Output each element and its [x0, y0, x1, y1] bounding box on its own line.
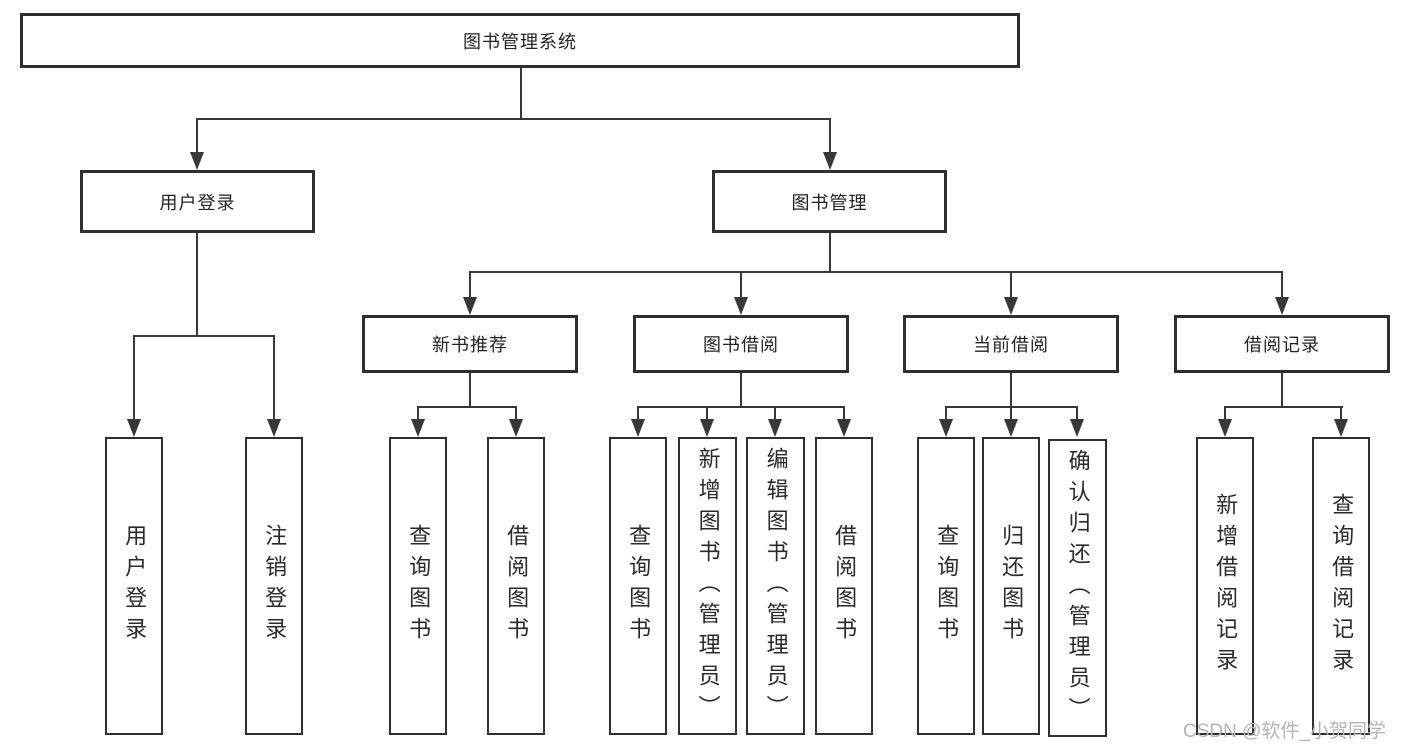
leaf-user-login: 用户登录	[105, 437, 163, 735]
leaf-borrow-edit-admin: 编辑图书（管理员）	[746, 437, 805, 735]
leaf-records-query-label: 查询借阅记录	[1329, 493, 1355, 679]
connector-records-branch	[1224, 406, 1343, 408]
arrowhead-bookborrow-leaf2-icon	[700, 419, 714, 437]
connector-bookborrow-leaf4	[843, 406, 845, 420]
connector-login-branch	[133, 335, 275, 337]
connector-bookborrow-leaf3	[774, 406, 776, 420]
arrowhead-currentborrow-leaf3-icon	[1070, 419, 1084, 437]
connector-to-currentborrow	[1010, 271, 1012, 298]
connector-login-to-leaf1	[133, 335, 135, 419]
node-new-book-recommend-label: 新书推荐	[432, 335, 508, 355]
leaf-current-query: 查询图书	[917, 437, 975, 735]
leaf-newbook-borrow: 借阅图书	[487, 437, 545, 735]
connector-currentborrow-leaf3	[1076, 406, 1078, 420]
connector-bookborrow-leaf2	[706, 406, 708, 420]
connector-newbook-branch	[417, 406, 517, 408]
connector-root-to-login	[196, 118, 198, 154]
connector-root-stem	[520, 68, 522, 119]
leaf-user-login-label: 用户登录	[122, 524, 148, 648]
leaf-current-return-label: 归还图书	[999, 524, 1025, 648]
arrowhead-currentborrow-icon	[1004, 297, 1018, 315]
leaf-newbook-query: 查询图书	[389, 437, 447, 735]
connector-currentborrow-leaf1	[945, 406, 947, 420]
arrowhead-currentborrow-leaf1-icon	[939, 419, 953, 437]
csdn-watermark: CSDN @软件_小贺同学	[1183, 721, 1386, 742]
arrowhead-login-leaf1-icon	[127, 419, 141, 437]
connector-to-newbook	[469, 271, 471, 298]
leaf-borrow-book: 借阅图书	[815, 437, 873, 735]
connector-root-to-bookmgmt	[829, 118, 831, 154]
connector-records-leaf1	[1224, 406, 1226, 420]
arrowhead-bookborrow-leaf1-icon	[631, 419, 645, 437]
connector-root-branch	[196, 118, 831, 120]
node-root-system: 图书管理系统	[20, 13, 1020, 68]
arrowhead-bookborrow-leaf4-icon	[837, 419, 851, 437]
connector-bookmgmt-branch	[469, 271, 1283, 273]
arrowhead-bookborrow-icon	[734, 297, 748, 315]
leaf-current-return: 归还图书	[982, 437, 1040, 735]
node-new-book-recommend: 新书推荐	[362, 315, 578, 373]
connector-bookmgmt-stem	[829, 233, 831, 273]
leaf-newbook-query-label: 查询图书	[406, 524, 432, 648]
node-book-borrow: 图书借阅	[633, 315, 849, 373]
leaf-newbook-borrow-label: 借阅图书	[504, 524, 530, 648]
leaf-borrow-add-admin-label: 新增图书（管理员）	[695, 446, 721, 726]
leaf-current-confirm-admin: 确认归还（管理员）	[1048, 439, 1107, 737]
connector-newbook-leaf1	[417, 406, 419, 420]
connector-bookborrow-leaf1	[637, 406, 639, 420]
arrowhead-currentborrow-leaf2-icon	[1004, 419, 1018, 437]
leaf-borrow-book-label: 借阅图书	[832, 524, 858, 648]
leaf-current-confirm-admin-label: 确认归还（管理员）	[1065, 448, 1091, 728]
leaf-logout: 注销登录	[245, 437, 303, 735]
node-borrow-records: 借阅记录	[1174, 315, 1390, 373]
arrowhead-records-leaf2-icon	[1334, 419, 1348, 437]
node-book-borrow-label: 图书借阅	[703, 335, 779, 355]
node-user-login: 用户登录	[80, 170, 315, 233]
leaf-records-add: 新增借阅记录	[1196, 437, 1254, 735]
leaf-borrow-query: 查询图书	[609, 437, 667, 735]
node-current-borrow-label: 当前借阅	[973, 335, 1049, 355]
connector-to-bookborrow	[740, 271, 742, 298]
node-user-login-label: 用户登录	[159, 192, 236, 213]
node-root-label: 图书管理系统	[463, 31, 577, 52]
arrowhead-records-icon	[1275, 297, 1289, 315]
connector-records-stem	[1281, 373, 1283, 408]
connector-newbook-leaf2	[515, 406, 517, 420]
connector-login-to-leaf2	[273, 335, 275, 419]
node-book-management-label: 图书管理	[791, 192, 868, 213]
connector-records-leaf2	[1340, 406, 1342, 420]
arrowhead-to-login-icon	[190, 152, 204, 170]
connector-login-stem	[196, 233, 198, 337]
arrowhead-to-bookmgmt-icon	[823, 152, 837, 170]
connector-currentborrow-stem	[1010, 373, 1012, 408]
leaf-borrow-query-label: 查询图书	[626, 524, 652, 648]
arrowhead-newbook-icon	[463, 297, 477, 315]
arrowhead-records-leaf1-icon	[1218, 419, 1232, 437]
connector-newbook-stem	[469, 373, 471, 408]
arrowhead-login-leaf2-icon	[267, 419, 281, 437]
leaf-records-add-label: 新增借阅记录	[1213, 493, 1239, 679]
leaf-borrow-edit-admin-label: 编辑图书（管理员）	[763, 446, 789, 726]
node-current-borrow: 当前借阅	[903, 315, 1119, 373]
arrowhead-newbook-leaf2-icon	[509, 419, 523, 437]
connector-currentborrow-leaf2	[1010, 406, 1012, 420]
connector-bookborrow-branch	[637, 406, 844, 408]
connector-bookborrow-stem	[740, 373, 742, 408]
arrowhead-bookborrow-leaf3-icon	[768, 419, 782, 437]
leaf-current-query-label: 查询图书	[934, 524, 960, 648]
connector-to-records	[1281, 271, 1283, 298]
node-borrow-records-label: 借阅记录	[1244, 335, 1320, 355]
arrowhead-newbook-leaf1-icon	[411, 419, 425, 437]
leaf-borrow-add-admin: 新增图书（管理员）	[678, 437, 737, 735]
leaf-logout-label: 注销登录	[262, 524, 288, 648]
node-book-management: 图书管理	[712, 170, 947, 233]
leaf-records-query: 查询借阅记录	[1312, 437, 1370, 735]
